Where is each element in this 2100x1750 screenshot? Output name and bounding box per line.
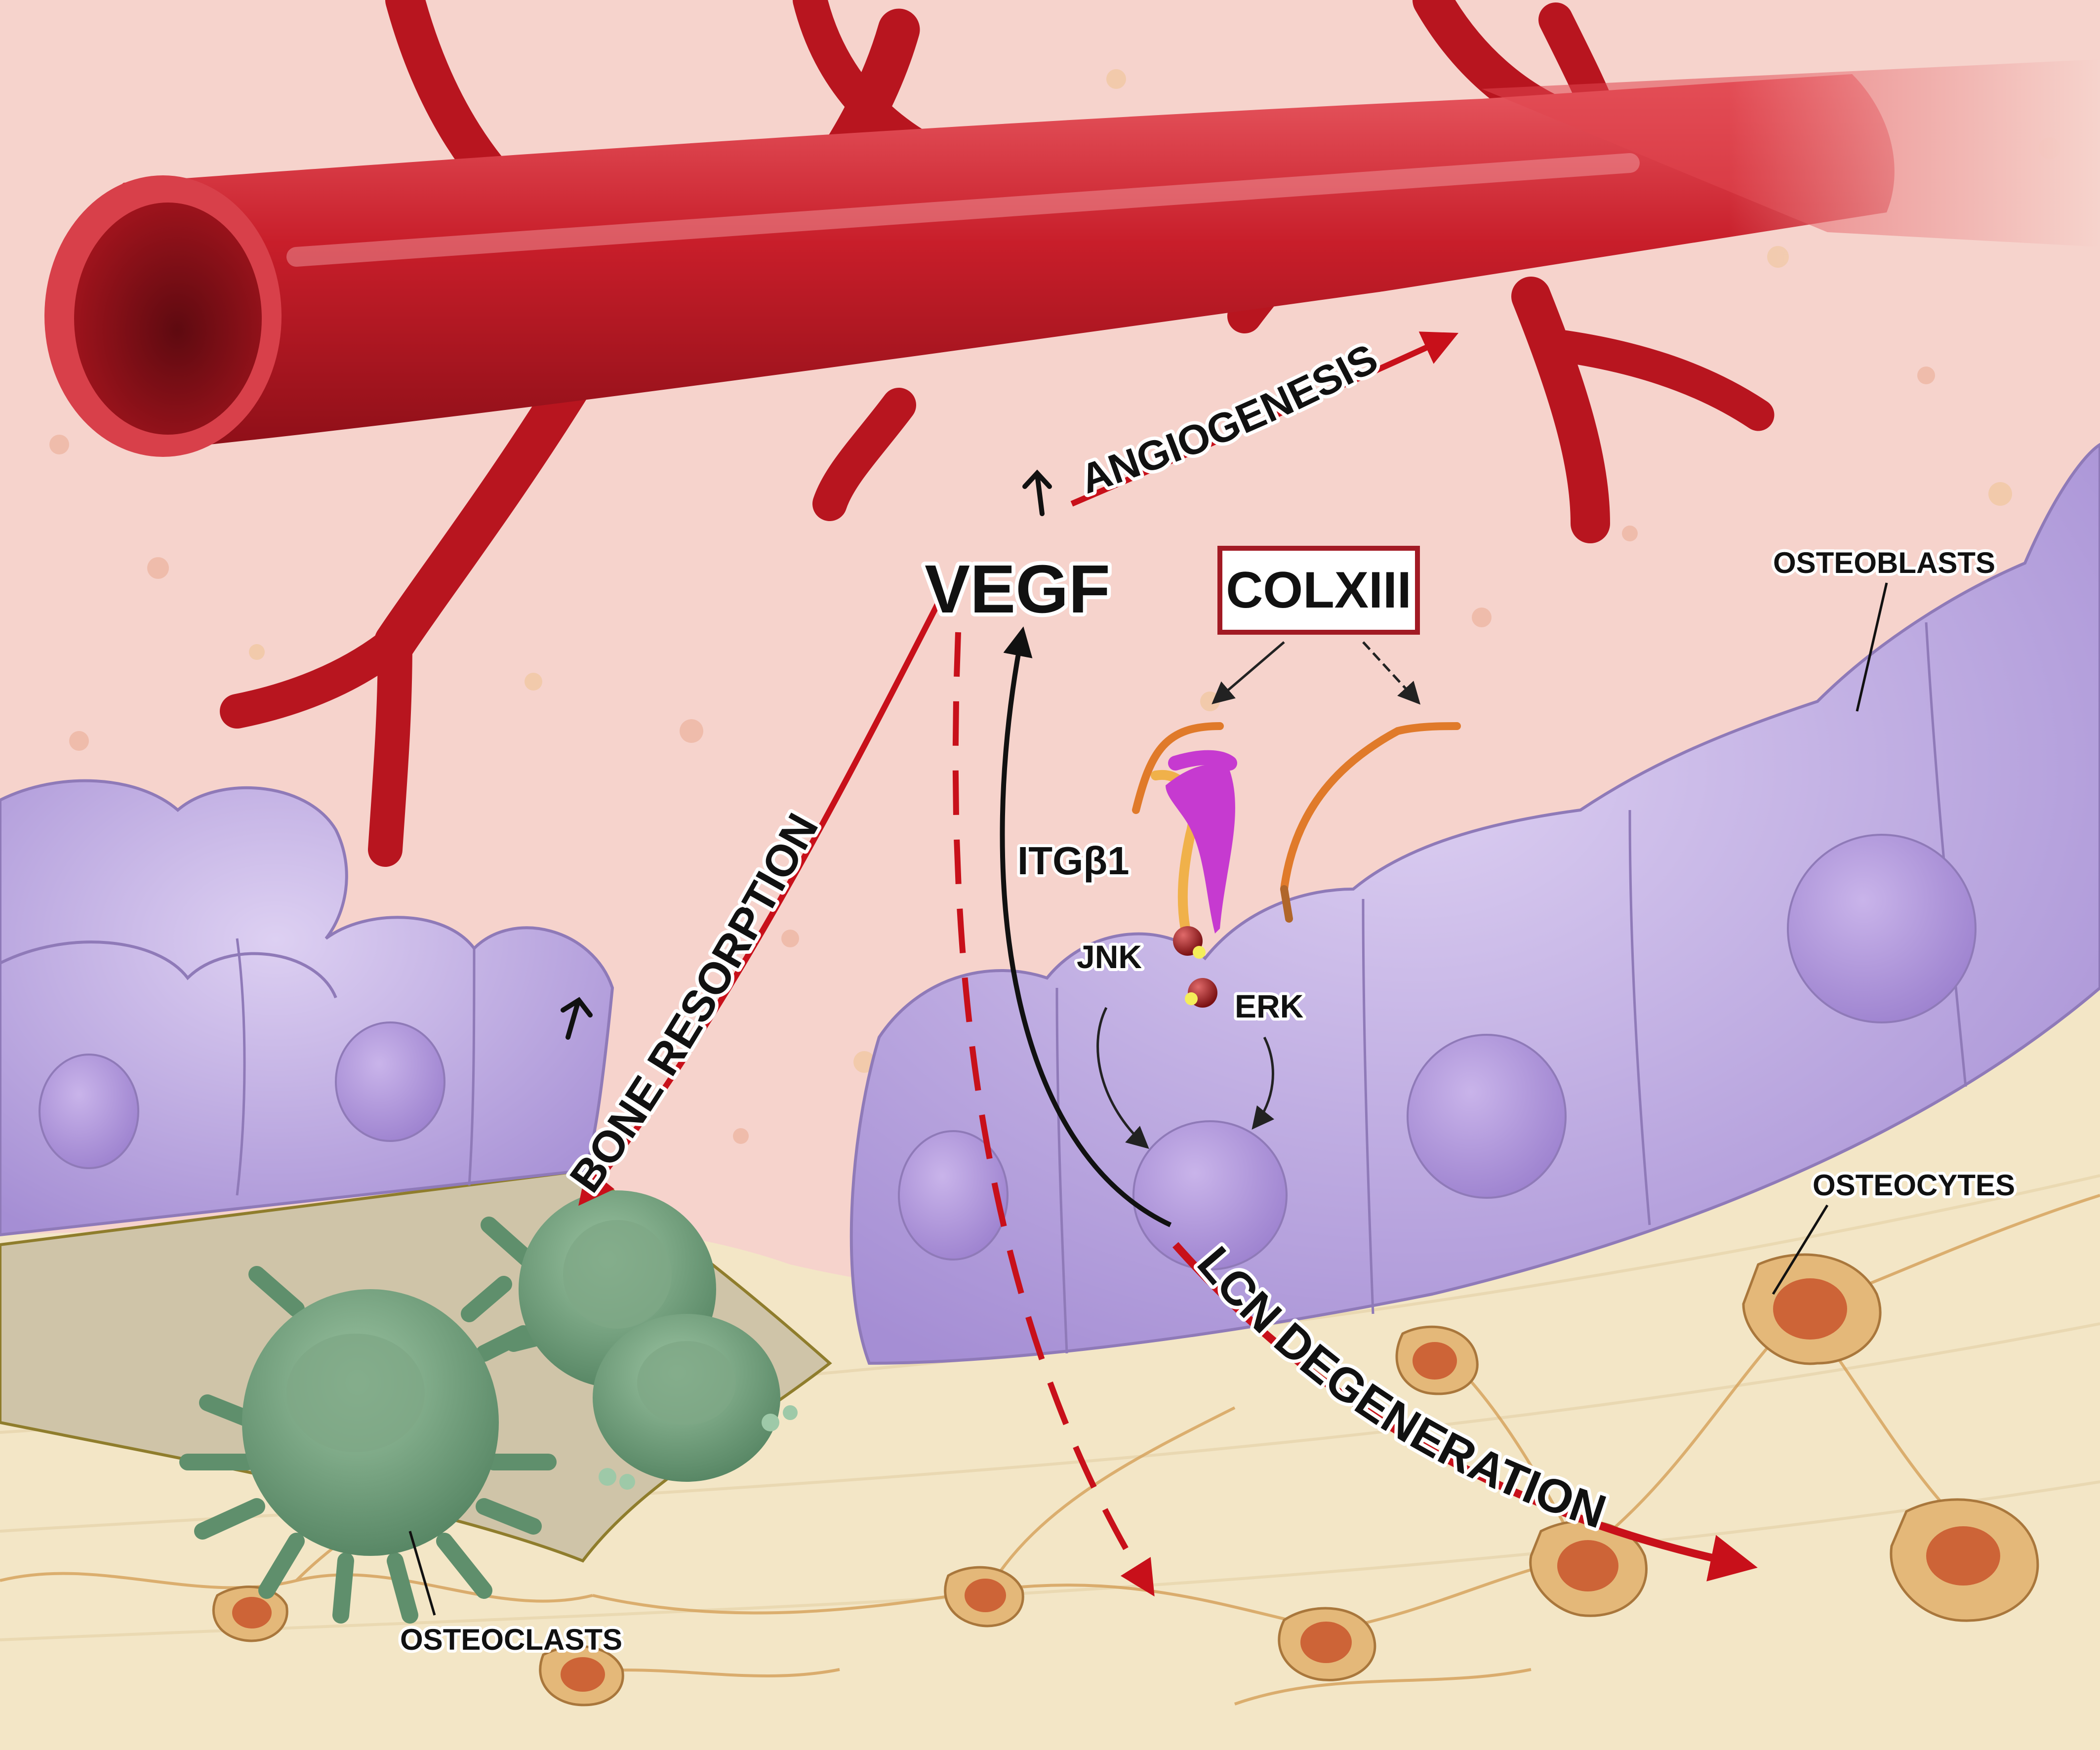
osteocyte-cell: [539, 1645, 624, 1707]
osteoclasts: [179, 1190, 798, 1624]
up-arrow-icon: [1022, 469, 1052, 516]
osteocyte-cell: [1278, 1607, 1376, 1681]
blood-vessel: [44, 0, 2100, 867]
erk-label: ERK: [1235, 988, 1304, 1024]
osteocyte-cell: [212, 1586, 288, 1642]
itgb1-receptor: [1151, 750, 1237, 934]
osteoclasts-label: OSTEOCLASTS: [400, 1623, 622, 1656]
kinase-balls: [1173, 926, 1217, 1008]
increase-arrow-icons: [561, 469, 1052, 1040]
up-arrow-icon: [561, 997, 593, 1040]
vegf-label: VEGF: [925, 551, 1110, 627]
colxiii-molecules: [1132, 722, 1461, 923]
osteoblasts-right: [849, 443, 2100, 1365]
signal-arrows: [578, 331, 1758, 1597]
pointer-lines: [408, 582, 1888, 1616]
osteoblasts-left: [0, 779, 614, 1237]
osteocyte-cell: [1890, 1498, 2039, 1622]
osteocyte-cell: [1742, 1253, 1882, 1365]
jnk-label: JNK: [1077, 938, 1142, 975]
itgb1-label: ITGβ1: [1017, 839, 1130, 883]
colxiii-label: COLXIII: [1226, 562, 1412, 619]
osteocyte-cell: [944, 1566, 1024, 1628]
colxiii-box: [1217, 546, 1420, 635]
osteocytes-label: OSTEOCYTES: [1813, 1169, 2015, 1202]
osteoblasts-label: OSTEOBLASTS: [1773, 546, 1995, 579]
osteocyte-cell: [1395, 1325, 1479, 1395]
osteocytes: [212, 1253, 2039, 1707]
